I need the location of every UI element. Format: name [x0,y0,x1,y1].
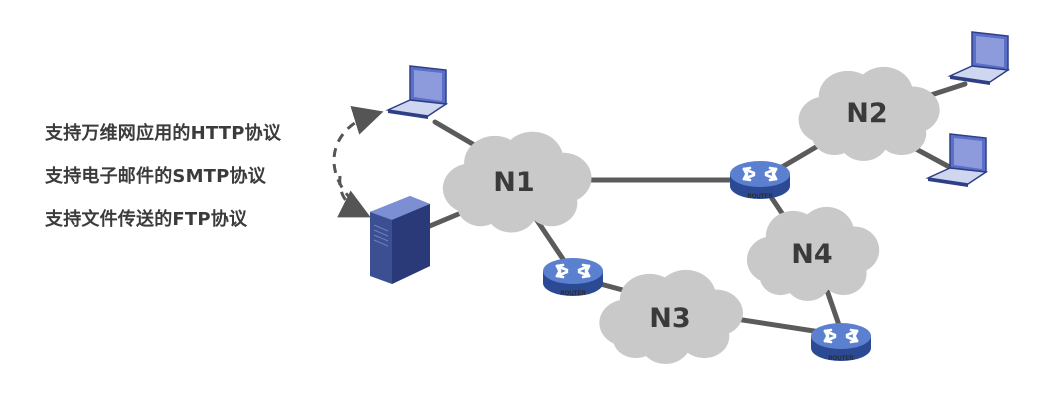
cloud-n3-label: N3 [649,303,690,334]
cloud-n4-label: N4 [791,239,832,270]
dashed-arrow-down [337,175,371,218]
protocol-ftp: 支持文件传送的FTP协议 [45,209,248,230]
cloud-n2-label: N2 [846,98,887,129]
cloud-n1-label: N1 [493,167,534,198]
protocol-smtp: 支持电子邮件的SMTP协议 [45,166,266,187]
cloud-n2: N2 [798,66,940,161]
cloud-n1: N1 [442,131,592,233]
router-left: ROUTER [541,256,605,298]
laptop-icon [949,31,1009,86]
dashed-arrow [332,106,384,202]
laptop-icon [387,65,447,120]
router-left-label: ROUTER [560,291,586,297]
server-icon [370,196,430,284]
cloud-n3: N3 [599,269,743,364]
cloud-n4: N4 [746,206,880,301]
router-bottom-label: ROUTER [828,356,854,362]
router-bottom: ROUTER [809,321,873,363]
router-top-label: ROUTER [747,194,773,200]
protocol-http: 支持万维网应用的HTTP协议 [45,123,282,144]
router-top: ROUTER [728,159,792,201]
